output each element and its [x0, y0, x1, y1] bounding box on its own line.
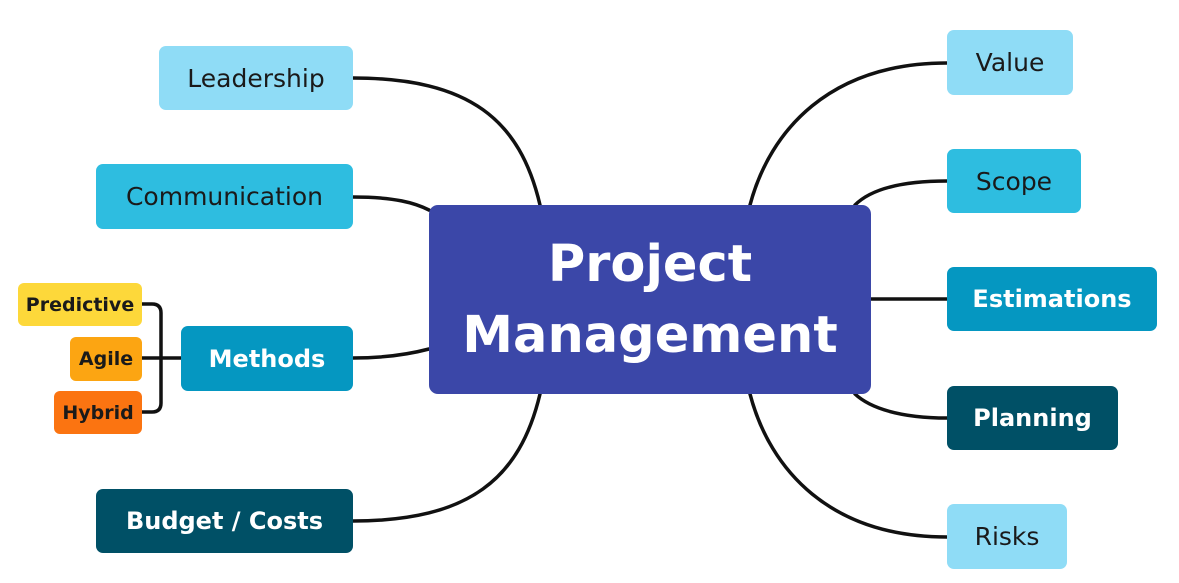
central-topic[interactable]: Project Management — [429, 205, 871, 394]
node-budget-costs[interactable]: Budget / Costs — [96, 489, 353, 553]
node-value[interactable]: Value — [947, 30, 1073, 95]
node-methods[interactable]: Methods — [181, 326, 353, 391]
central-topic-line2: Management — [462, 305, 838, 365]
node-communication[interactable]: Communication — [96, 164, 353, 229]
central-topic-line1: Project — [547, 234, 753, 294]
connector-planning — [853, 392, 949, 420]
node-agile[interactable]: Agile — [70, 337, 142, 381]
connector-leadership — [351, 76, 542, 207]
node-risks[interactable]: Risks — [947, 504, 1067, 569]
connector-scope — [853, 179, 949, 207]
connector-communication — [351, 195, 431, 212]
connector-risks — [748, 392, 949, 539]
node-scope[interactable]: Scope — [947, 149, 1081, 213]
bracket-predictive — [140, 302, 163, 360]
node-estimations[interactable]: Estimations — [947, 267, 1157, 331]
connector-value — [748, 61, 949, 207]
connector-budget — [351, 392, 542, 523]
node-hybrid[interactable]: Hybrid — [54, 391, 142, 434]
connector-methods — [351, 347, 431, 360]
node-planning[interactable]: Planning — [947, 386, 1118, 450]
node-leadership[interactable]: Leadership — [159, 46, 353, 110]
node-predictive[interactable]: Predictive — [18, 283, 142, 326]
bracket-hybrid — [140, 356, 163, 414]
